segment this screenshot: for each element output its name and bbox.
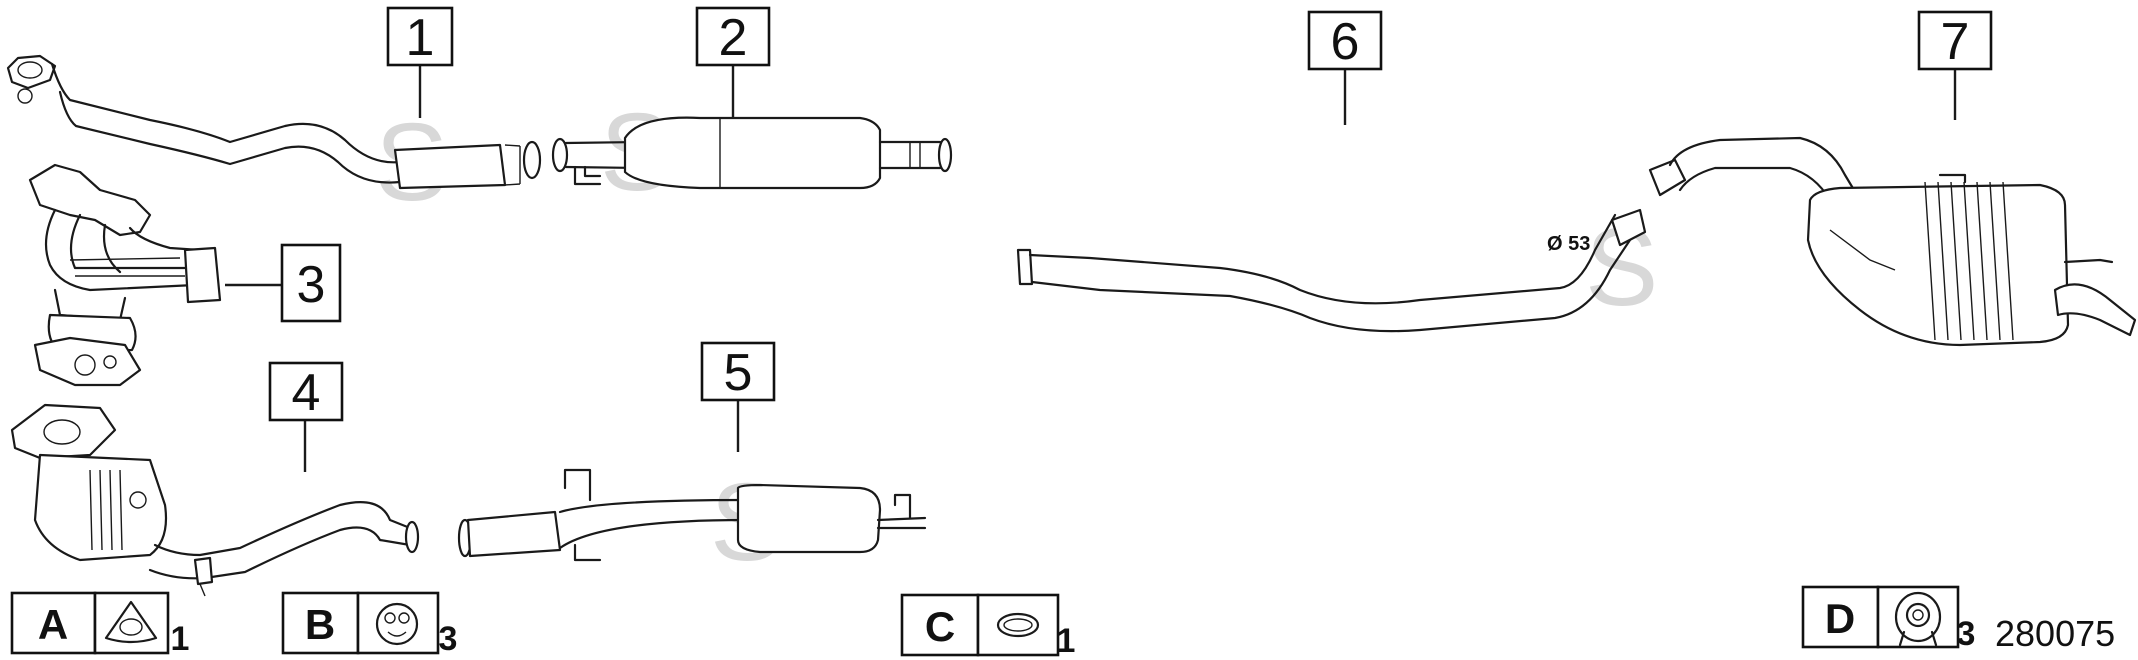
- part-4-catalytic-converter[interactable]: [10, 403, 420, 597]
- leader-lines: [225, 65, 1957, 472]
- legend-letter: B: [305, 601, 335, 648]
- part-3-exhaust-manifold[interactable]: [28, 163, 222, 387]
- part-6-rear-pipe[interactable]: Ø 53: [1016, 208, 1647, 333]
- callout-label: 1: [406, 9, 435, 67]
- reference-number: 280075: [1995, 613, 2115, 654]
- legend-item-d[interactable]: D 3: [1801, 585, 1976, 653]
- ring-gasket-icon: [996, 612, 1040, 638]
- callout-label: 7: [1941, 13, 1970, 71]
- legend-quantity: 1: [1057, 622, 1076, 660]
- part-1-front-pipe[interactable]: [6, 54, 542, 190]
- callout-label: 3: [297, 256, 326, 314]
- rubber-mount-icon: [1894, 591, 1942, 647]
- legend-item-b[interactable]: B 3: [281, 591, 458, 658]
- callout-7[interactable]: 7: [1917, 10, 1993, 71]
- callout-1[interactable]: 1: [386, 6, 454, 67]
- triangular-gasket-icon: [104, 600, 158, 644]
- callout-6[interactable]: 6: [1307, 10, 1383, 71]
- legend-quantity: 3: [439, 620, 458, 658]
- legend-letter: C: [925, 603, 955, 650]
- part-5-intermediate-pipe[interactable]: [457, 468, 927, 562]
- part-7-rear-muffler[interactable]: [1648, 136, 2137, 347]
- part-2-center-muffler[interactable]: [551, 116, 953, 190]
- callout-label: 4: [292, 364, 321, 422]
- legend-quantity: 3: [1957, 615, 1976, 653]
- legend-item-c[interactable]: C 1: [900, 593, 1076, 660]
- legend-letter: A: [38, 601, 68, 648]
- callout-3[interactable]: 3: [280, 243, 342, 323]
- callout-label: 5: [724, 344, 753, 402]
- callout-5[interactable]: 5: [700, 341, 776, 402]
- diameter-annotation: Ø 53: [1547, 233, 1590, 255]
- legend-letter: D: [1825, 595, 1855, 642]
- callout-4[interactable]: 4: [268, 361, 344, 422]
- callout-2[interactable]: 2: [695, 6, 771, 67]
- callout-label: 2: [719, 9, 748, 67]
- legend-item-a[interactable]: A 1: [10, 591, 190, 658]
- rubber-hanger-icon: [375, 602, 419, 646]
- legend-quantity: 1: [171, 620, 190, 658]
- callout-label: 6: [1331, 13, 1360, 71]
